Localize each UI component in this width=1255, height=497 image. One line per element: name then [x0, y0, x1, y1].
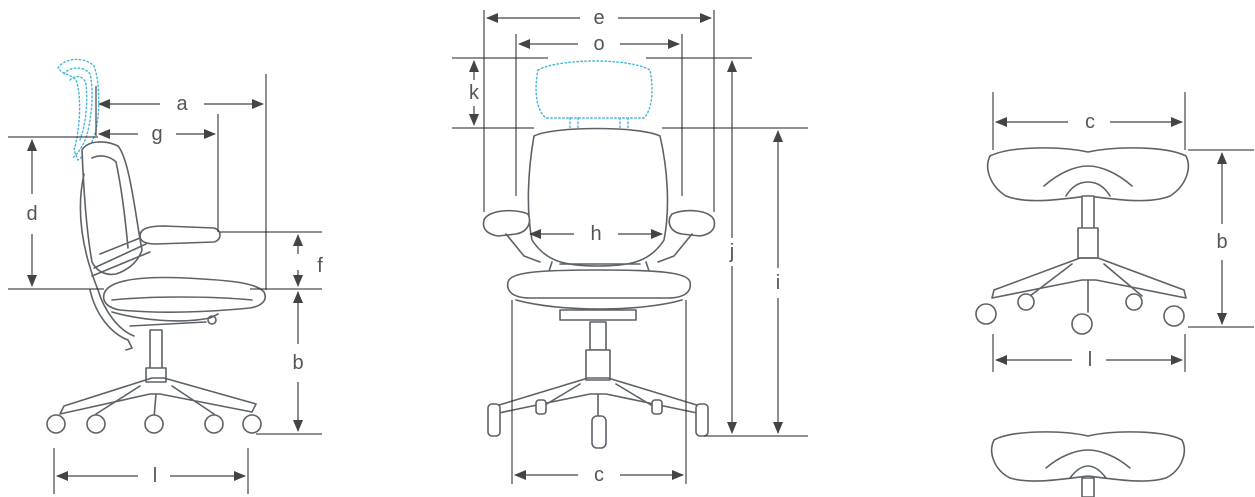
side-frame — [79, 173, 135, 337]
label-l-saddle: l — [1088, 349, 1092, 371]
saddle-extension-lines — [992, 92, 1254, 372]
dimension-f: f — [293, 234, 323, 287]
front-seat — [506, 269, 692, 299]
front-gas-cylinder — [589, 321, 607, 351]
front-view-chair — [482, 60, 716, 449]
dimension-e: e — [486, 7, 712, 29]
dimension-o: o — [518, 33, 680, 55]
dimension-b-side: b — [292, 291, 304, 432]
saddle-seat — [986, 147, 1190, 202]
label-e: e — [593, 7, 604, 29]
label-k: k — [469, 82, 480, 104]
label-c-saddle: c — [1085, 111, 1095, 133]
label-j: j — [729, 241, 734, 263]
side-extension-lines — [8, 74, 322, 494]
dimension-b-saddle: b — [1216, 152, 1228, 325]
dimension-a: a — [98, 93, 264, 115]
front-armrest-right — [668, 209, 716, 237]
dimension-d: d — [26, 139, 38, 287]
front-armrest-left — [482, 209, 531, 237]
dimension-c-saddle: c — [995, 111, 1183, 133]
dimension-k: k — [469, 60, 480, 126]
side-armrest — [139, 225, 221, 245]
dimension-h: h — [529, 223, 663, 245]
label-b-saddle: b — [1216, 231, 1227, 253]
front-headrest — [535, 60, 653, 129]
side-backrest — [81, 141, 143, 276]
label-a: a — [176, 93, 188, 115]
dimension-i: i — [773, 130, 783, 434]
label-b-side: b — [292, 352, 303, 374]
side-base — [59, 377, 257, 415]
saddle-post — [1081, 195, 1095, 231]
front-casters — [487, 399, 709, 449]
front-backrest — [527, 127, 669, 267]
label-f: f — [317, 255, 323, 277]
dimension-l-side: l — [56, 465, 246, 487]
saddle-stool — [975, 147, 1190, 497]
dimension-l-saddle: l — [995, 349, 1183, 371]
saddle-base — [991, 257, 1187, 299]
saddle-seat-second — [990, 431, 1186, 482]
label-i: i — [776, 272, 780, 294]
dimension-j: j — [727, 60, 737, 434]
dimension-c-front: c — [514, 464, 684, 486]
side-casters — [46, 414, 262, 434]
label-c-front: c — [594, 464, 604, 486]
side-seat — [102, 276, 266, 313]
side-view-chair — [46, 58, 266, 434]
label-o: o — [593, 33, 604, 55]
label-h: h — [590, 223, 601, 245]
front-extension-lines — [452, 10, 808, 484]
label-d: d — [26, 203, 37, 225]
side-gas-cylinder — [149, 329, 163, 373]
saddle-casters — [975, 293, 1185, 335]
dimension-g: g — [98, 123, 216, 145]
label-l-side: l — [153, 465, 157, 487]
label-g: g — [151, 123, 162, 145]
